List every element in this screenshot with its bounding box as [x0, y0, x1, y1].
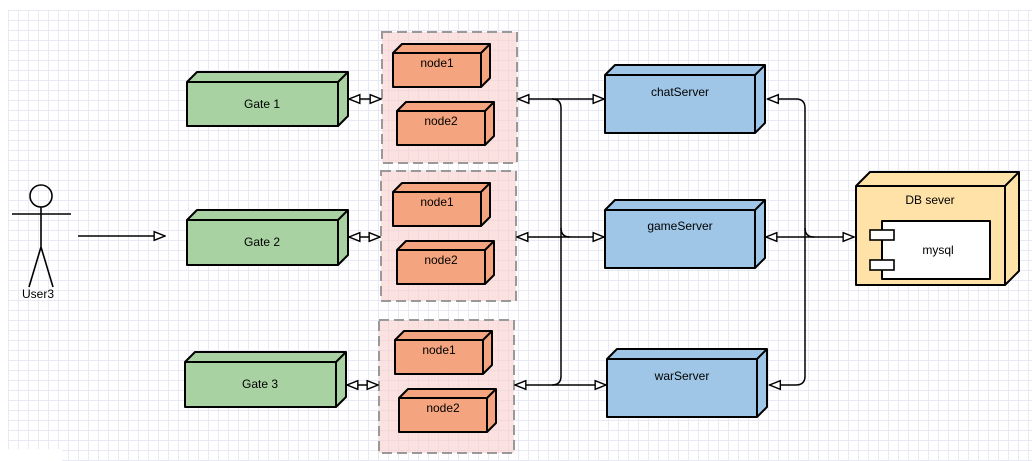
- node-groups-vertical-bus[interactable]: [551, 98, 562, 386]
- servers-vertical-bus[interactable]: [768, 99, 806, 385]
- gameserver-body[interactable]: [604, 199, 766, 269]
- gate-1-body[interactable]: [186, 71, 349, 127]
- gameserver-edges: [605, 199, 766, 268]
- group3-node2-label: node2: [426, 401, 460, 415]
- mysql-component[interactable]: mysql: [869, 220, 991, 280]
- group2-node2-edges: [397, 240, 495, 284]
- gameserver-label: gameServer: [647, 219, 712, 233]
- servers-bus-row2-joint[interactable]: [804, 227, 815, 238]
- user-actor[interactable]: User3: [12, 184, 71, 301]
- group3-node2-box[interactable]: node2: [398, 388, 497, 433]
- gate-3-body[interactable]: [184, 351, 347, 408]
- group1-node1-body[interactable]: [392, 43, 491, 88]
- gate-2-label: Gate 2: [244, 235, 280, 249]
- actor-body: [12, 207, 71, 288]
- mysql-port-bottom: [869, 259, 895, 271]
- group1-node2-label: node2: [424, 114, 458, 128]
- gate-2-edges: [187, 209, 349, 265]
- user-label: User3: [22, 287, 54, 301]
- group1-node2-edges: [397, 101, 495, 145]
- db-server-box[interactable]: DB sever mysql: [855, 171, 1020, 286]
- gate-1-label: Gate 1: [244, 97, 280, 111]
- page-edge-corner: [0, 449, 62, 461]
- warserver-label: warServer: [654, 369, 710, 383]
- chatserver-label: chatServer: [651, 85, 709, 99]
- group2-node2-label: node2: [424, 253, 458, 267]
- gate-2-box[interactable]: Gate 2: [186, 209, 349, 266]
- group2-node1-label: node1: [420, 195, 454, 209]
- gate-1-edges: [187, 71, 349, 126]
- group2-node2-box[interactable]: node2: [396, 240, 495, 285]
- group1-node2-body[interactable]: [396, 101, 495, 146]
- group3-node1-box[interactable]: node1: [394, 330, 493, 375]
- group3-node2-edges: [399, 388, 497, 432]
- group1-node1-label: node1: [420, 56, 454, 70]
- gate-3-label: Gate 3: [242, 377, 278, 391]
- warserver-body[interactable]: [606, 348, 768, 418]
- group3-node2-body[interactable]: [398, 388, 497, 433]
- node-groups-bus-row2-joint[interactable]: [560, 227, 571, 238]
- group2-node1-box[interactable]: node1: [392, 182, 491, 227]
- group1-node1-edges: [393, 43, 491, 87]
- db-server-edges: [856, 171, 1020, 285]
- group1-node2-box[interactable]: node2: [396, 101, 495, 146]
- gate-1-box[interactable]: Gate 1: [186, 71, 349, 127]
- group2-node1-edges: [393, 182, 491, 226]
- gate-3-box[interactable]: Gate 3: [184, 351, 347, 408]
- group2-node2-body[interactable]: [396, 240, 495, 285]
- group3-node1-edges: [395, 330, 493, 374]
- actor-head: [29, 184, 53, 208]
- db-server-label: DB sever: [905, 193, 954, 207]
- warserver-edges: [607, 348, 768, 417]
- mysql-label: mysql: [922, 243, 953, 257]
- chatserver-edges: [605, 64, 766, 133]
- gate-2-body[interactable]: [186, 209, 349, 266]
- chatserver-box[interactable]: chatServer: [604, 64, 766, 134]
- mysql-component-body[interactable]: [881, 220, 991, 280]
- group3-node1-body[interactable]: [394, 330, 493, 375]
- warserver-box[interactable]: warServer: [606, 348, 768, 418]
- group1-node1-box[interactable]: node1: [392, 43, 491, 88]
- gate-3-edges: [185, 351, 347, 407]
- group2-node1-body[interactable]: [392, 182, 491, 227]
- group3-node1-label: node1: [422, 343, 456, 357]
- gameserver-box[interactable]: gameServer: [604, 199, 766, 269]
- chatserver-body[interactable]: [604, 64, 766, 134]
- mysql-port-top: [869, 229, 895, 241]
